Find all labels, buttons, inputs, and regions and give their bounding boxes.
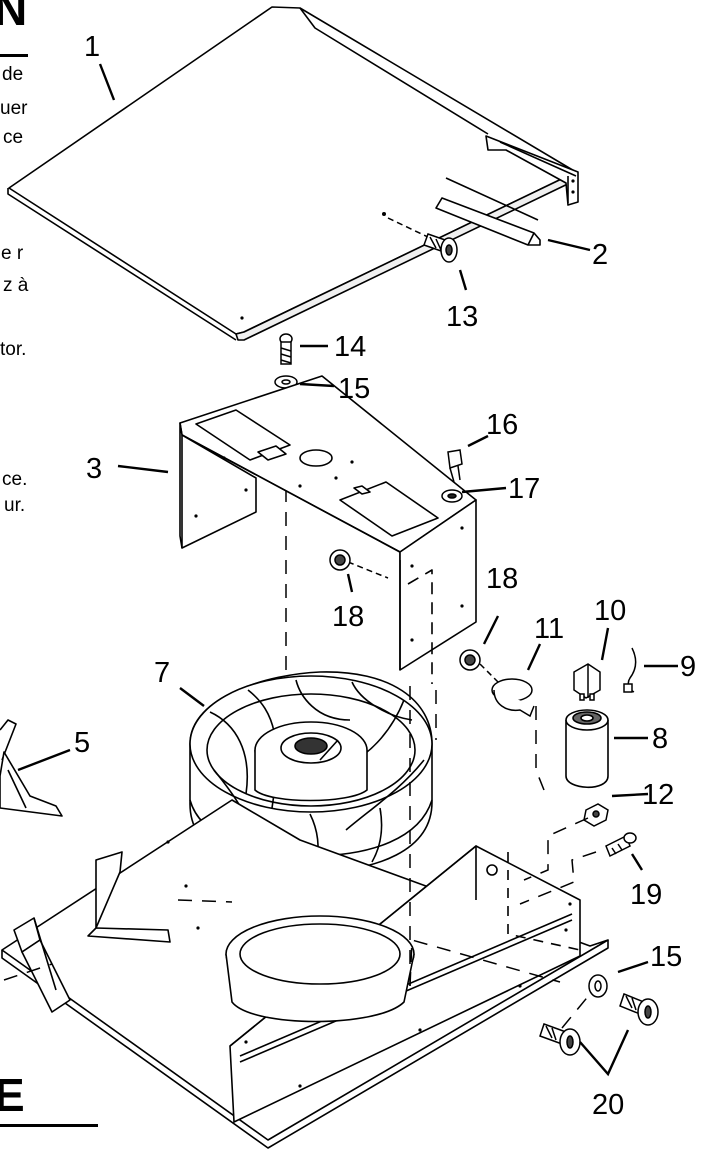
text-fragment: uer [0,98,28,119]
callout-9: 9 [680,651,696,683]
callout-8: 8 [652,723,668,755]
heading-fragment-bottom: E [0,1069,25,1121]
nut-12-part [583,803,609,827]
text-fragment: e r [1,243,24,264]
screw-20-right-part [619,993,659,1026]
heading-rule-bottom [0,1124,98,1127]
callout-5: 5 [74,727,90,759]
callout-7: 7 [154,657,170,689]
wire-9-part [623,647,637,693]
top-cover-part [7,6,579,341]
capacitor-8-part [565,709,609,788]
washer-17-part [441,489,463,503]
base-housing-part [1,799,609,1149]
callout-18-left: 18 [332,601,364,633]
heading-fragment-top: N [0,0,28,35]
callout-labels: 1 2 3 5 7 8 9 10 11 12 13 14 15 15 16 17… [74,31,696,1121]
screw-13-part [387,217,458,263]
support-bar-part [435,177,541,246]
text-fragment: z à [3,275,29,296]
callout-13: 13 [446,301,478,333]
callout-2: 2 [592,239,608,271]
callout-17: 17 [508,473,540,505]
text-fragment: ce [3,127,24,148]
callout-19: 19 [630,879,662,911]
heading-rule-top [0,54,28,57]
leader-lines [17,63,678,1077]
callout-20: 20 [592,1089,624,1121]
screw-20-left-part [539,1023,581,1056]
callout-11: 11 [534,613,564,645]
washer-15-bottom-part [588,974,608,998]
text-fragment: ur. [4,495,26,516]
callout-3: 3 [86,453,102,485]
callout-15-top: 15 [338,373,370,405]
callout-10: 10 [594,595,626,627]
motor-bracket-part [179,375,477,684]
screw-19-part [605,832,637,858]
text-fragment: tor. [0,339,27,360]
grommet-18-right-part [459,649,481,671]
callout-15-bottom: 15 [650,941,682,973]
text-fragment: de [2,64,24,85]
screw-14-part [279,333,293,365]
capacitor-clamp-11-part [479,663,535,718]
callout-14: 14 [334,331,366,363]
side-panel-5-part [0,719,63,817]
grommet-18-left-part [329,549,389,579]
callout-1: 1 [84,31,100,63]
washer-15-part [274,375,298,389]
relay-10-part [573,663,601,701]
callout-18-right: 18 [486,563,518,595]
dashed-assembly-lines [3,686,597,1029]
callout-16: 16 [486,409,518,441]
nut-16-part [447,449,463,483]
callout-12: 12 [642,779,674,811]
text-fragment: ce. [2,469,28,490]
